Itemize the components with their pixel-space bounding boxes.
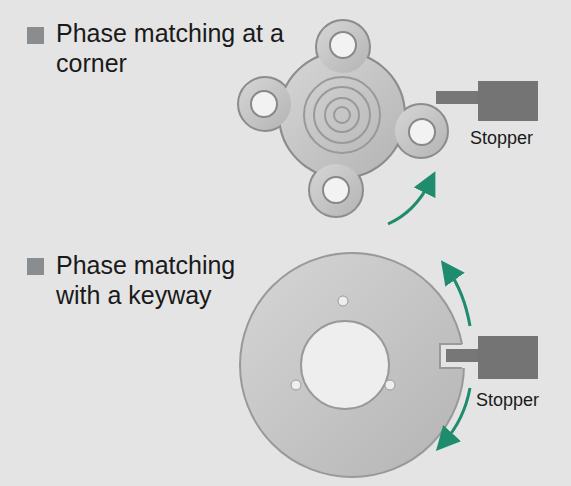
part-label: Stopper [476,390,539,412]
bullet-square [27,258,44,275]
section-heading: Phase matching with a keyway [56,250,286,310]
bullet-square [27,27,44,44]
rotation-arrow [448,270,470,326]
stopper-rod [436,91,480,104]
section-heading: Phase matching at a corner [56,18,296,78]
part-label: Stopper [470,128,533,150]
keyway-disc [240,253,480,477]
stopper-block [478,81,538,121]
stopper-block [478,336,538,379]
flange [239,21,447,216]
stopper-rod [446,349,480,362]
rotation-arrow [444,388,470,442]
rotation-arrow [388,182,430,224]
